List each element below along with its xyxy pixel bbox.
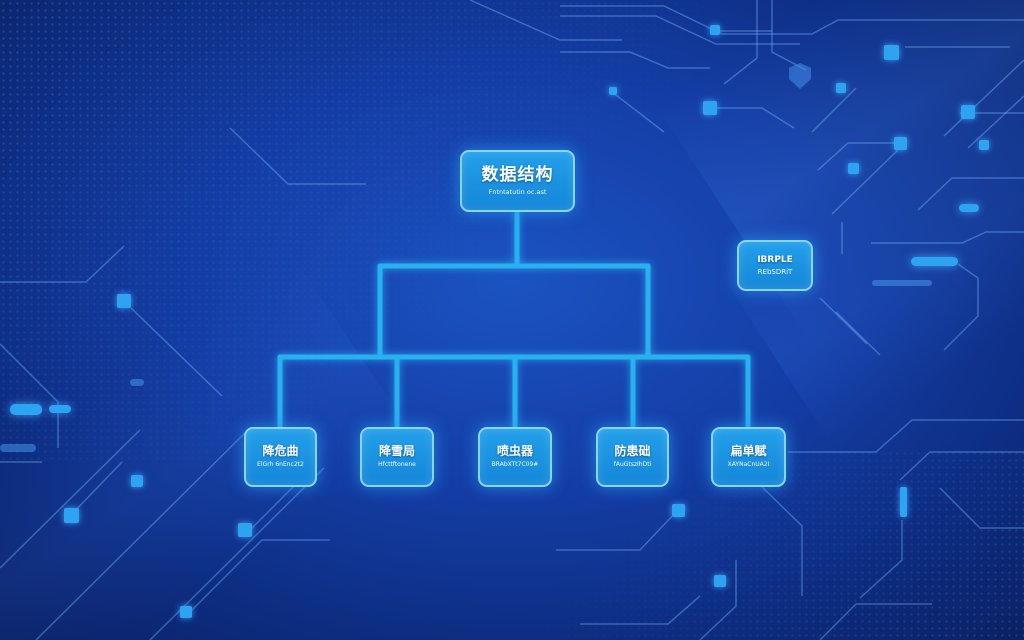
circuit-square [979,140,989,150]
child-node-4: 防患础 fAuGtszIhDti [596,427,669,487]
circuit-pill [959,204,979,212]
side-node-line1: IBRPLE [757,255,793,266]
child-node-title: 扁单赋 [730,444,767,459]
child-node-5: 扁单赋 XAYNaCnUA2I [711,427,786,487]
circuit-bar [900,487,907,517]
circuit-square [609,87,617,95]
circuit-pill [10,404,42,415]
circuit-square [710,25,720,35]
light-streak [0,254,420,640]
light-streak [719,21,1024,449]
child-node-subtitle: fAuGtszIhDti [613,460,652,468]
circuit-square [884,45,899,60]
circuit-square [961,105,975,119]
child-node-title: 降雪局 [378,444,415,459]
side-node-line2: REbSDRiT [757,267,793,276]
child-node-3: 喷虫器 BRAbXTt7C09# [478,427,552,487]
child-node-title: 防患础 [614,444,651,459]
child-node-2: 降雪局 Hfcttftonene [360,427,434,487]
shield-icon [789,63,811,89]
root-node: 数据结构 Fntntatutin oc.ast [460,150,575,212]
child-node-1: 降危曲 ElGrh 6nEnc2t2 [244,427,317,487]
circuit-square [64,508,79,523]
dot-matrix-pattern-top-left [0,0,700,460]
circuit-pill [911,257,958,266]
child-node-title: 降危曲 [262,444,299,459]
circuit-square [894,137,907,150]
circuit-square [180,606,192,618]
circuit-square [131,475,143,487]
root-node-title: 数据结构 [481,164,554,185]
circuit-pill [872,280,932,286]
circuit-square [117,294,131,308]
circuit-square [703,101,717,115]
circuit-square [238,523,252,537]
circuit-pill [130,379,144,386]
child-node-subtitle: BRAbXTt7C09# [491,460,539,468]
child-node-title: 喷虫器 [496,444,533,459]
child-node-subtitle: XAYNaCnUA2I [727,460,770,468]
circuit-pill [0,444,36,452]
circuit-pill [49,405,71,413]
root-node-subtitle: Fntntatutin oc.ast [488,187,547,196]
circuit-square [836,83,846,93]
circuit-square [672,504,685,517]
circuit-square [848,163,859,174]
circuit-square [714,575,726,587]
child-node-subtitle: ElGrh 6nEnc2t2 [257,460,304,468]
child-node-subtitle: Hfcttftonene [378,460,416,468]
light-streak [655,0,1024,340]
side-node: IBRPLE REbSDRiT [737,240,813,291]
